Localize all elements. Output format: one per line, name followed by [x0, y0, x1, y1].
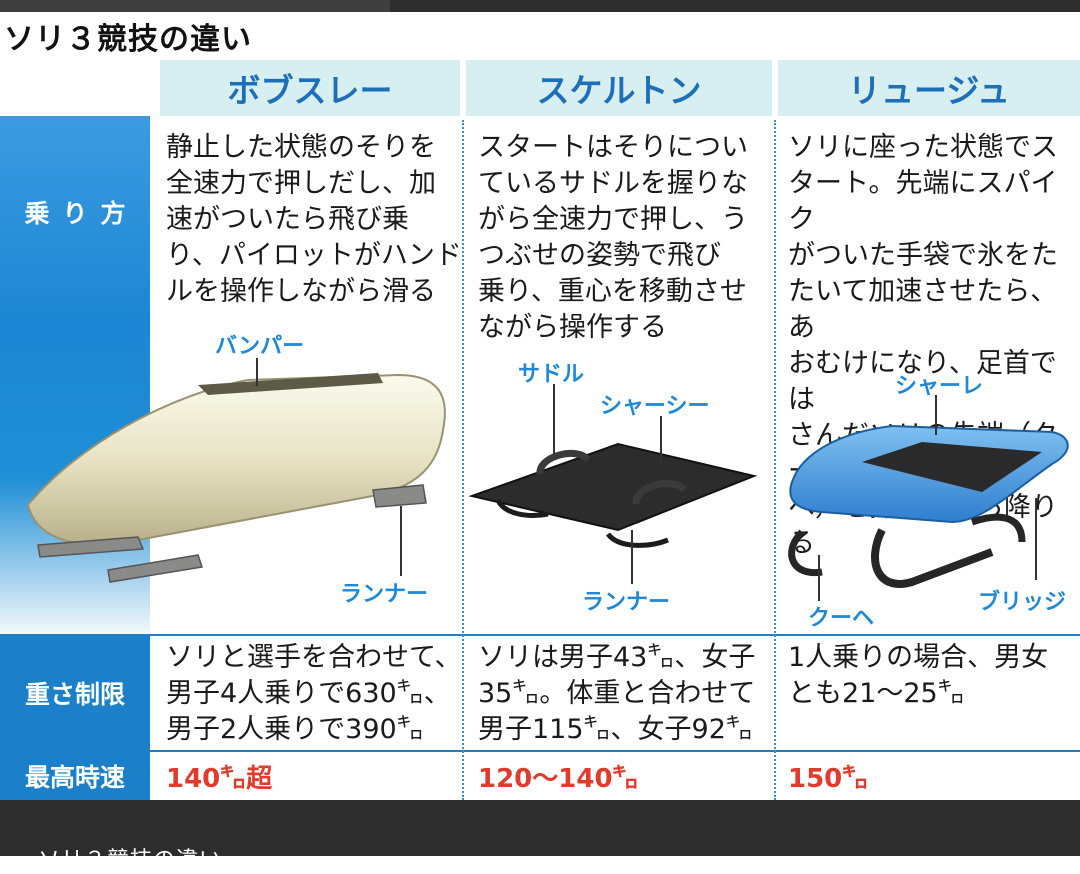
- leader-line: [1035, 498, 1037, 580]
- browser-tab-bar: [0, 0, 1080, 12]
- leader-line: [256, 358, 258, 386]
- row-divider: [0, 634, 1080, 636]
- label-shale: シャーレ: [895, 374, 984, 399]
- column-header-luge: リュージュ: [778, 60, 1080, 116]
- luge-illustration: [788, 424, 1069, 588]
- figure-title: ソリ３競技の違い: [4, 22, 252, 57]
- leader-line: [553, 384, 555, 456]
- label-chassis: シャーシー: [600, 394, 710, 419]
- speed-luge: 150㌔: [788, 764, 869, 794]
- active-tab[interactable]: [0, 0, 390, 12]
- row-label-weight: 重さ制限: [0, 636, 150, 750]
- speed-skeleton: 120〜140㌔: [478, 764, 639, 794]
- weight-text-bobsled: ソリと選手を合わせて、男子4人乗りで630㌔、男子2人乗りで390㌔: [166, 642, 462, 745]
- ride-text-skeleton: スタートはそりについているサドルを握りながら全速力で押し、うつぶせの姿勢で飛び乗…: [478, 132, 748, 343]
- row-divider: [0, 750, 1080, 752]
- label-runner-skeleton: ランナー: [582, 590, 671, 615]
- label-bumper: バンパー: [215, 334, 305, 359]
- column-divider: [462, 120, 464, 800]
- image-caption: ソリ３競技の違い: [38, 848, 223, 873]
- leader-line: [935, 395, 937, 435]
- skeleton-illustration: [468, 442, 758, 548]
- leader-line: [400, 506, 402, 576]
- leader-line: [631, 530, 633, 584]
- caption-bar: [0, 800, 1080, 856]
- label-bridge: ブリッジ: [978, 590, 1067, 615]
- weight-text-luge: 1人乗りの場合、男女とも21〜25㌔: [788, 642, 1049, 709]
- ride-text-bobsled: 静止した状態のそりを全速力で押しだし、加速がついたら飛び乗り、パイロットがハンド…: [166, 132, 462, 307]
- leader-line: [660, 416, 662, 460]
- column-header-bobsled: ボブスレー: [160, 60, 460, 116]
- label-saddle: サドル: [518, 362, 585, 387]
- bobsled-illustration: [26, 373, 446, 583]
- speed-bobsled: 140㌔超: [166, 764, 273, 794]
- row-label-speed: 最高時速: [0, 752, 150, 800]
- leader-line: [818, 555, 820, 601]
- column-divider: [774, 120, 776, 800]
- row-label-ride-text: 乗り方: [24, 199, 139, 228]
- label-runner-bobsled: ランナー: [340, 582, 429, 607]
- label-kufe: クーヘ: [808, 606, 875, 631]
- column-header-skeleton: スケルトン: [466, 60, 772, 116]
